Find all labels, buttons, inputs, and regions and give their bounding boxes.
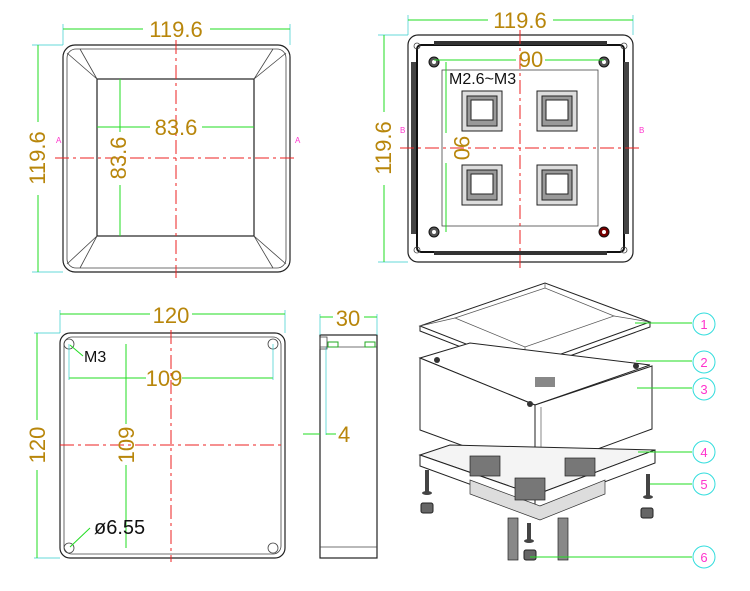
callout-label: 2 <box>700 355 707 370</box>
bottom-height-dim: 120 <box>25 427 50 464</box>
side-wall-dim: 4 <box>338 422 350 447</box>
part-terminals <box>507 517 569 561</box>
bottom-view: 120 120 109 109 M3 ø6.55 <box>25 303 286 562</box>
section-mark-a-right: A <box>295 136 301 145</box>
bottom-screw-note: M3 <box>84 349 106 366</box>
part-nuts <box>420 502 654 561</box>
callout-label: 1 <box>700 317 707 332</box>
callout-label: 5 <box>700 477 707 492</box>
cover-height-dim: 119.6 <box>25 131 50 184</box>
exploded-view: 1 2 3 4 5 6 <box>418 282 716 569</box>
callout-2: 2 <box>692 350 716 374</box>
callout-3: 3 <box>692 377 716 401</box>
part-body <box>418 342 653 473</box>
base-plate-view: 119.6 119.6 90 90 M2.6~M3 B B <box>371 8 644 268</box>
section-mark-b-left: B <box>400 126 405 135</box>
callout-label: 6 <box>700 550 707 565</box>
callout-6: 6 <box>692 545 716 569</box>
callout-label: 3 <box>700 382 707 397</box>
plate-screw-note: M2.6~M3 <box>449 71 516 88</box>
part-base <box>418 444 656 521</box>
plate-width-dim: 119.6 <box>493 8 546 33</box>
plate-hole-spacing-x: 90 <box>519 47 543 72</box>
side-view: 30 4 <box>303 306 378 559</box>
section-mark-a-left: A <box>56 136 62 145</box>
callout-label: 4 <box>700 445 707 460</box>
cover-inner-height-dim: 83.6 <box>106 137 131 180</box>
section-mark-b-right: B <box>639 126 644 135</box>
side-outline <box>319 334 378 559</box>
top-cover-view: 119.6 119.6 83.6 83.6 A A <box>25 17 301 278</box>
side-depth-dim: 30 <box>336 306 360 331</box>
bottom-width-dim: 120 <box>153 303 190 328</box>
callout-4: 4 <box>692 440 716 464</box>
callout-1: 1 <box>692 312 716 336</box>
plate-hole-spacing-y: 90 <box>449 136 474 160</box>
callout-leaders <box>530 322 692 558</box>
cover-width-dim: 119.6 <box>149 17 202 42</box>
part-screws <box>422 470 653 543</box>
bottom-hole-spacing-y: 109 <box>114 427 139 464</box>
callout-5: 5 <box>692 472 716 496</box>
plate-height-dim: 119.6 <box>371 121 396 174</box>
hole-diameter-note: ø6.55 <box>94 517 145 539</box>
screw-holes <box>428 56 610 238</box>
cover-inner-width-dim: 83.6 <box>155 115 198 140</box>
bottom-hole-spacing-x: 109 <box>146 366 183 391</box>
connector-sockets <box>461 90 578 206</box>
cover-bevel-lines <box>66 48 287 269</box>
